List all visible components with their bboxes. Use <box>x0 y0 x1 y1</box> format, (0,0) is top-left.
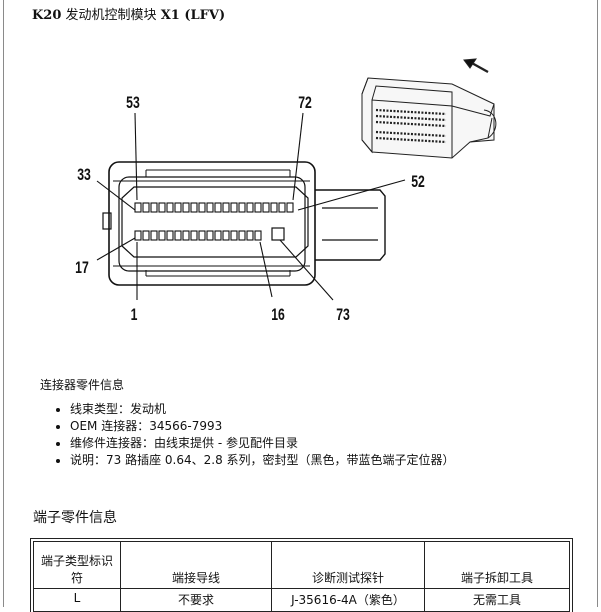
col-core-wire: 端接导线 <box>120 541 272 589</box>
pin-cavity-top-17 <box>262 202 270 213</box>
pin-label-73: 73 <box>336 306 350 324</box>
page-border-right <box>597 0 598 607</box>
pin-cavity-bottom-10 <box>206 230 214 241</box>
right-latch-slots <box>322 207 378 241</box>
cell-release-tool: 无需工具 <box>424 588 570 612</box>
pin-cavity-top-19 <box>278 202 286 213</box>
pin-cavity-outline <box>121 186 309 258</box>
info-oem-connector: OEM 连接器：34566-7993 <box>70 418 455 435</box>
leader-53 <box>134 112 138 201</box>
pin-label-53: 53 <box>126 94 140 112</box>
pin-cavity-top-9 <box>198 202 206 213</box>
connector-perspective-sketch <box>361 58 497 159</box>
pin-cavity-bottom-12 <box>222 230 230 241</box>
pin-cavity-bottom-13 <box>230 230 238 241</box>
leader-17 <box>96 237 136 261</box>
title-connector: X1 (LFV) <box>160 8 226 23</box>
pin-cavity-bottom-3 <box>150 230 158 241</box>
leader-lines <box>96 112 406 301</box>
pin-cavity-top-12 <box>222 202 230 213</box>
table-header-row: 端子类型标识符 端接导线 诊断测试探针 端子拆卸工具 <box>33 541 570 589</box>
sketch-latch <box>483 109 497 139</box>
pin-cavity-top-15 <box>246 202 254 213</box>
pin-cavity-top-13 <box>230 202 238 213</box>
table-row: L 不要求 J-35616-4A（紫色） 无需工具 <box>33 588 570 612</box>
pin-cavity-top-3 <box>150 202 158 213</box>
housing-bottom-ridge <box>145 270 291 277</box>
connector-housing <box>108 161 316 286</box>
pin-cavity-bottom-16 <box>254 230 262 241</box>
pin-73-cavity <box>271 227 285 241</box>
leader-72 <box>292 112 304 201</box>
pin-cavity-top-2 <box>142 202 150 213</box>
connector-face <box>102 161 386 286</box>
col-terminal-type: 端子类型标识符 <box>33 541 121 589</box>
connector-inner-wall <box>118 176 306 272</box>
terminal-info-heading: 端子零件信息 <box>33 510 117 526</box>
pin-row-top <box>134 202 294 213</box>
pin-cavity-bottom-15 <box>246 230 254 241</box>
pin-label-16: 16 <box>271 306 285 324</box>
pin-cavity-top-5 <box>166 202 174 213</box>
pin-label-72: 72 <box>298 94 312 112</box>
pin-cavity-top-16 <box>254 202 262 213</box>
cell-test-probe: J-35616-4A（紫色） <box>271 588 425 612</box>
leader-73 <box>279 239 334 301</box>
pin-cavity-bottom-6 <box>174 230 182 241</box>
pin-cavity-bottom-8 <box>190 230 198 241</box>
pin-cavity-bottom-9 <box>198 230 206 241</box>
sketch-top <box>371 85 453 106</box>
housing-top-ridge <box>145 169 291 177</box>
left-latch <box>102 212 112 230</box>
page-border-left <box>3 0 4 607</box>
pin-cavity-top-10 <box>206 202 214 213</box>
pin-row-bottom <box>134 230 262 241</box>
sketch-arrow-head <box>463 58 477 69</box>
pin-cavity-top-18 <box>270 202 278 213</box>
connector-diagram: 53 72 33 52 17 1 16 73 <box>75 58 497 325</box>
col-test-probe: 诊断测试探针 <box>271 541 425 589</box>
info-service-connector: 维修件连接器：由线束提供 - 参见配件目录 <box>70 435 455 452</box>
pin-cavity-bottom-1 <box>134 230 142 241</box>
right-latch <box>315 189 386 261</box>
cell-terminal-type: L <box>33 588 121 612</box>
pin-cavity-bottom-7 <box>182 230 190 241</box>
title-code: K20 <box>32 8 62 23</box>
leader-33 <box>96 180 136 211</box>
leader-16 <box>259 241 273 298</box>
pin-cavity-top-20 <box>286 202 294 213</box>
connector-info-list: 线束类型：发动机 OEM 连接器：34566-7993 维修件连接器：由线束提供… <box>40 401 455 469</box>
pin-cavity-bottom-11 <box>214 230 222 241</box>
title-name: 发动机控制模块 <box>65 8 157 23</box>
pin-cavity-top-14 <box>238 202 246 213</box>
col-release-tool: 端子拆卸工具 <box>424 541 570 589</box>
pin-label-52: 52 <box>411 173 425 191</box>
pin-cavity-top-7 <box>182 202 190 213</box>
pin-cavity-bottom-2 <box>142 230 150 241</box>
connector-info-heading: 连接器零件信息 <box>40 378 125 392</box>
document-title: K20 发动机控制模块 X1 (LFV) <box>32 4 225 23</box>
leader-52 <box>297 179 406 211</box>
terminal-table: 端子类型标识符 端接导线 诊断测试探针 端子拆卸工具 L 不要求 J-35616… <box>30 538 573 612</box>
pin-cavity-top-4 <box>158 202 166 213</box>
pin-label-33: 33 <box>77 166 91 184</box>
pin-cavity-top-11 <box>214 202 222 213</box>
info-harness-type: 线束类型：发动机 <box>70 401 455 418</box>
pin-cavity-bottom-5 <box>166 230 174 241</box>
pin-label-1: 1 <box>131 306 138 324</box>
pin-cavity-bottom-4 <box>158 230 166 241</box>
pin-cavity-top-8 <box>190 202 198 213</box>
sketch-pins-lower <box>375 130 447 144</box>
cell-core-wire: 不要求 <box>120 588 272 612</box>
pin-cavity-top-6 <box>174 202 182 213</box>
pin-cavity-top-1 <box>134 202 142 213</box>
pin-label-17: 17 <box>75 259 89 277</box>
sketch-pins-upper <box>375 108 447 128</box>
pin-cavity-bottom-14 <box>238 230 246 241</box>
info-description: 说明：73 路插座 0.64、2.8 系列，密封型（黑色，带蓝色端子定位器） <box>70 452 455 469</box>
